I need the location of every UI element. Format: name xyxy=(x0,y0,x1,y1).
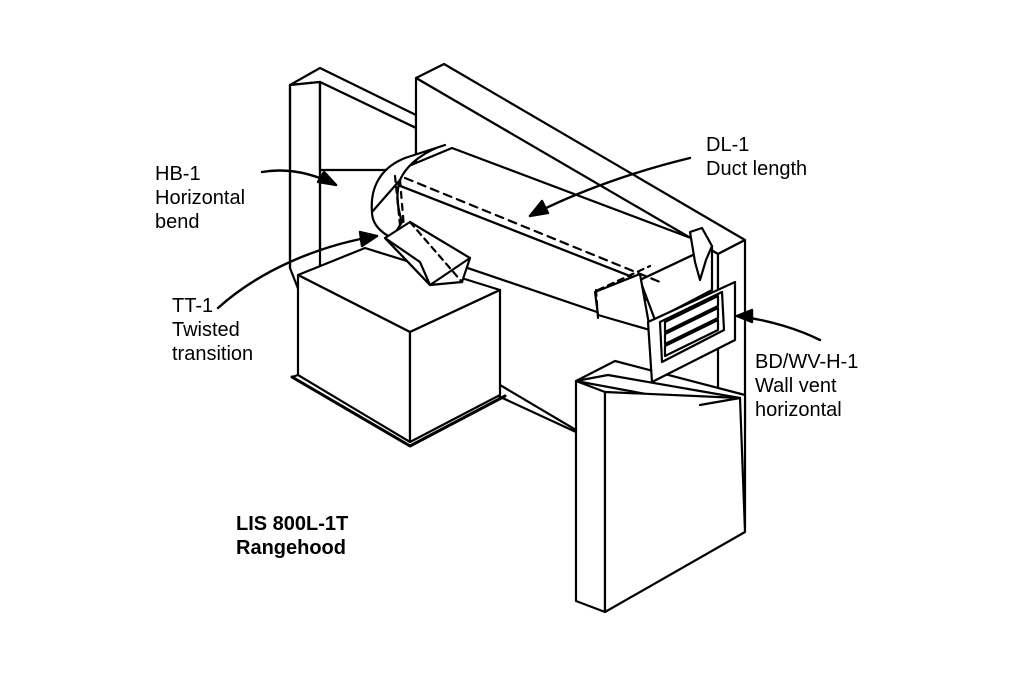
tt-arrow xyxy=(216,230,379,310)
hb-code: HB-1 xyxy=(155,163,201,185)
dl-code: DL-1 xyxy=(706,134,750,156)
bd-arrow xyxy=(735,308,822,342)
panel-edges xyxy=(494,383,578,434)
horizontal-bend xyxy=(370,143,447,240)
caption-line1: LIS 800L-1T xyxy=(236,513,349,535)
label-wall-vent-horizontal: BD/WV-H-1 Wall vent horizontal xyxy=(755,350,858,422)
caption-line2: Rangehood xyxy=(236,537,346,559)
label-duct-length: DL-1 Duct length xyxy=(706,133,807,181)
label-twisted-transition: TT-1 Twisted transition xyxy=(172,294,253,366)
hb-line1: Horizontal xyxy=(155,187,246,209)
bd-code: BD/WV-H-1 xyxy=(755,351,859,373)
tt-line2: transition xyxy=(172,343,254,365)
leader-arrows xyxy=(216,156,822,342)
hb-arrow xyxy=(260,169,338,187)
front-right-wall-panel xyxy=(574,359,747,614)
twisted-transition xyxy=(383,220,472,287)
dl-arrow xyxy=(528,156,692,218)
tt-code: TT-1 xyxy=(172,295,214,317)
bd-line1: Wall vent xyxy=(755,375,837,397)
tt-line1: Twisted xyxy=(172,319,240,341)
label-horizontal-bend: HB-1 Horizontal bend xyxy=(155,162,245,234)
bd-line2: horizontal xyxy=(755,399,842,421)
wall-vent-grille xyxy=(646,280,737,384)
hb-line2: bend xyxy=(155,211,200,233)
diagram-caption: LIS 800L-1T Rangehood xyxy=(236,512,348,560)
rangehood-box xyxy=(290,246,507,448)
dl-line1: Duct length xyxy=(706,158,808,180)
